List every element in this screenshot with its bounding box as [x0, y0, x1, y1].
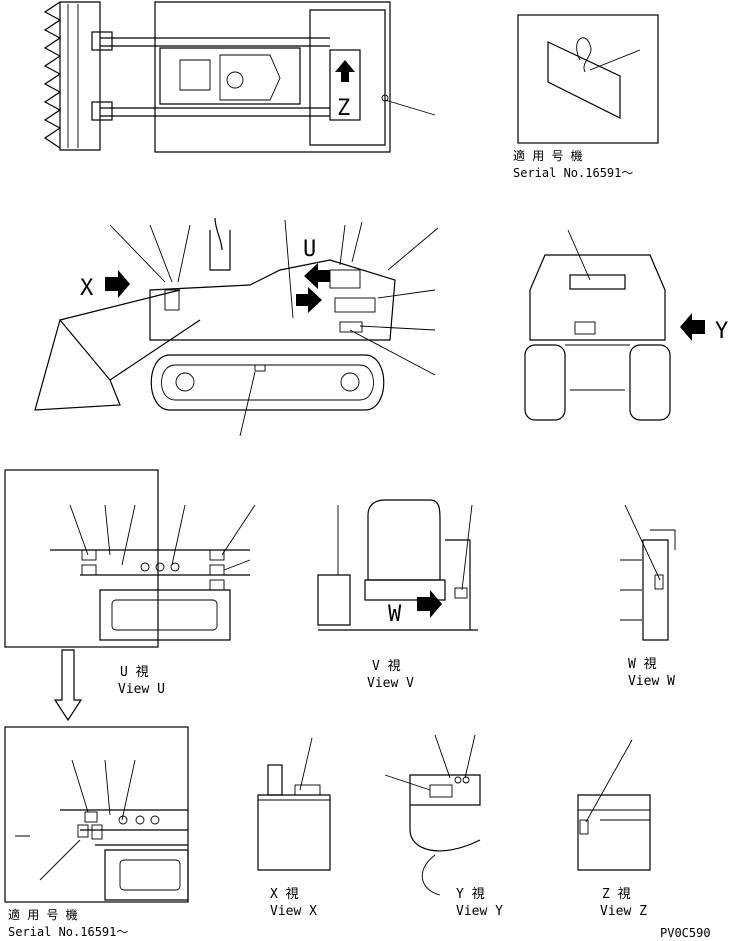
- view-x: X 視 View X: [257, 737, 331, 919]
- serial-en-bottom: Serial No.16591～: [8, 925, 128, 939]
- serial-jp-bottom: 適 用 号 機: [8, 907, 78, 922]
- rear-track-right: [629, 344, 671, 421]
- rear-view: Y: [524, 229, 728, 421]
- plan-view: Z: [43, 1, 436, 153]
- marker-w: W: [388, 602, 402, 627]
- arrow-x: [105, 270, 130, 298]
- view-z-en: View Z: [600, 904, 647, 919]
- view-x-jp: X 視: [270, 887, 299, 902]
- serial-detail-top: 適 用 号 機 Serial No.16591～: [513, 14, 659, 180]
- view-w: W 視 View W: [620, 504, 676, 689]
- view-w-en: View W: [628, 674, 675, 689]
- rear-panel: [409, 774, 481, 806]
- arrow-y: [680, 313, 705, 341]
- rear-track-left: [524, 344, 566, 421]
- view-x-en: View X: [270, 904, 317, 919]
- view-y-jp: Y 視: [456, 887, 485, 902]
- arrow-down: [53, 649, 83, 722]
- view-u-frame: [4, 469, 159, 648]
- pillar: [642, 539, 669, 641]
- body-side: [149, 259, 396, 341]
- side-view: X U: [34, 217, 439, 437]
- view-y: Y 視 View Y: [384, 734, 503, 919]
- decal-sheet: [547, 41, 621, 119]
- marker-z: Z: [337, 96, 350, 121]
- marker-u: U: [303, 237, 316, 262]
- track-side: [150, 354, 385, 411]
- view-v-jp: V 視: [372, 659, 401, 674]
- lift-arms-plan: [100, 37, 330, 117]
- view-z-jp: Z 視: [602, 887, 631, 902]
- marker-y: Y: [715, 319, 728, 344]
- panel-z: [577, 794, 651, 871]
- bucket-plan: [59, 1, 101, 151]
- bucket-side: [34, 318, 121, 411]
- arrow-w: [296, 287, 322, 313]
- arrow-w2: [417, 590, 442, 618]
- view-u: U 視 View U: [4, 469, 256, 722]
- arrow-v: [304, 263, 330, 289]
- serial-jp-top: 適 用 号 機: [513, 148, 583, 163]
- view-v-en: View V: [367, 676, 414, 691]
- marker-x: X: [80, 276, 94, 301]
- view-z: Z 視 View Z: [577, 739, 651, 919]
- arrow-z: [335, 60, 355, 82]
- body-plan: [154, 1, 391, 153]
- view-v: W V 視 View V: [317, 499, 478, 691]
- battery: [257, 794, 331, 871]
- view-u-serial-frame: [4, 726, 189, 903]
- view-w-jp: W 視: [628, 657, 657, 672]
- view-y-en: View Y: [456, 904, 503, 919]
- view-u-serial: 適 用 号 機 Serial No.16591～: [4, 726, 189, 939]
- bucket-teeth: [43, 1, 62, 149]
- seat-back: [367, 499, 441, 581]
- serial-en-top: Serial No.16591～: [513, 166, 633, 180]
- view-u-jp: U 視: [120, 665, 149, 680]
- label-plate-z: [329, 49, 361, 121]
- view-u-en: View U: [118, 682, 165, 697]
- drawing-code: PV0C590: [660, 926, 711, 940]
- rear-body: [529, 254, 666, 341]
